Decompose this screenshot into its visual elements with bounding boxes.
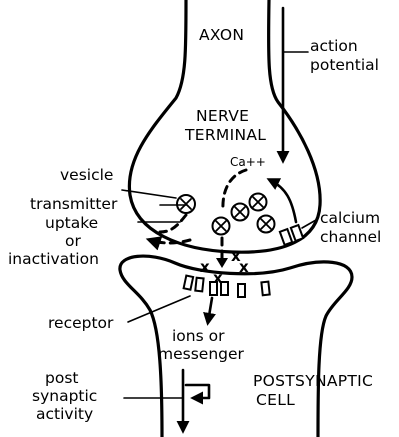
nerve-terminal-label-1: NERVE: [196, 107, 249, 125]
post-activity-label-2: synaptic: [32, 387, 97, 405]
receptor-label: receptor: [48, 314, 114, 332]
transmitter-label: transmitter: [30, 195, 118, 213]
uptake-arrow-upper: [160, 215, 186, 232]
ions-label-2: messenger: [158, 345, 245, 363]
receptor-leader: [128, 296, 190, 322]
postsynaptic-label-2: CELL: [256, 391, 295, 409]
calcium-channel-arrow: [270, 180, 296, 222]
calcium-ion-label: Ca++: [230, 155, 266, 169]
uptake-label-2: or: [65, 232, 81, 250]
action-potential-label-1: action: [310, 37, 358, 55]
uptake-label-3: inactivation: [8, 250, 99, 268]
feedback-bracket: [186, 385, 209, 398]
calcium-channel-label-1: calcium: [320, 209, 380, 227]
ions-label-1: ions or: [172, 327, 225, 345]
action-potential-label-2: potential: [310, 56, 379, 74]
nerve-terminal-label-2: TERMINAL: [184, 126, 266, 144]
svg-text:x: x: [200, 258, 210, 276]
axon-label: AXON: [199, 26, 244, 44]
calcium-channel: [280, 225, 303, 245]
receptor-row: [184, 276, 270, 297]
ions-arrow: [208, 298, 212, 322]
postsynaptic-label-1: POSTSYNAPTIC: [253, 372, 373, 390]
svg-text:x: x: [239, 258, 249, 276]
post-activity-label-3: activity: [36, 405, 93, 423]
post-activity-label-1: post: [45, 369, 78, 387]
calcium-channel-label-2: channel: [320, 228, 381, 246]
uptake-label-1: uptake: [45, 214, 98, 232]
vesicle-cluster: [213, 194, 275, 235]
vesicle-label: vesicle: [60, 166, 113, 184]
